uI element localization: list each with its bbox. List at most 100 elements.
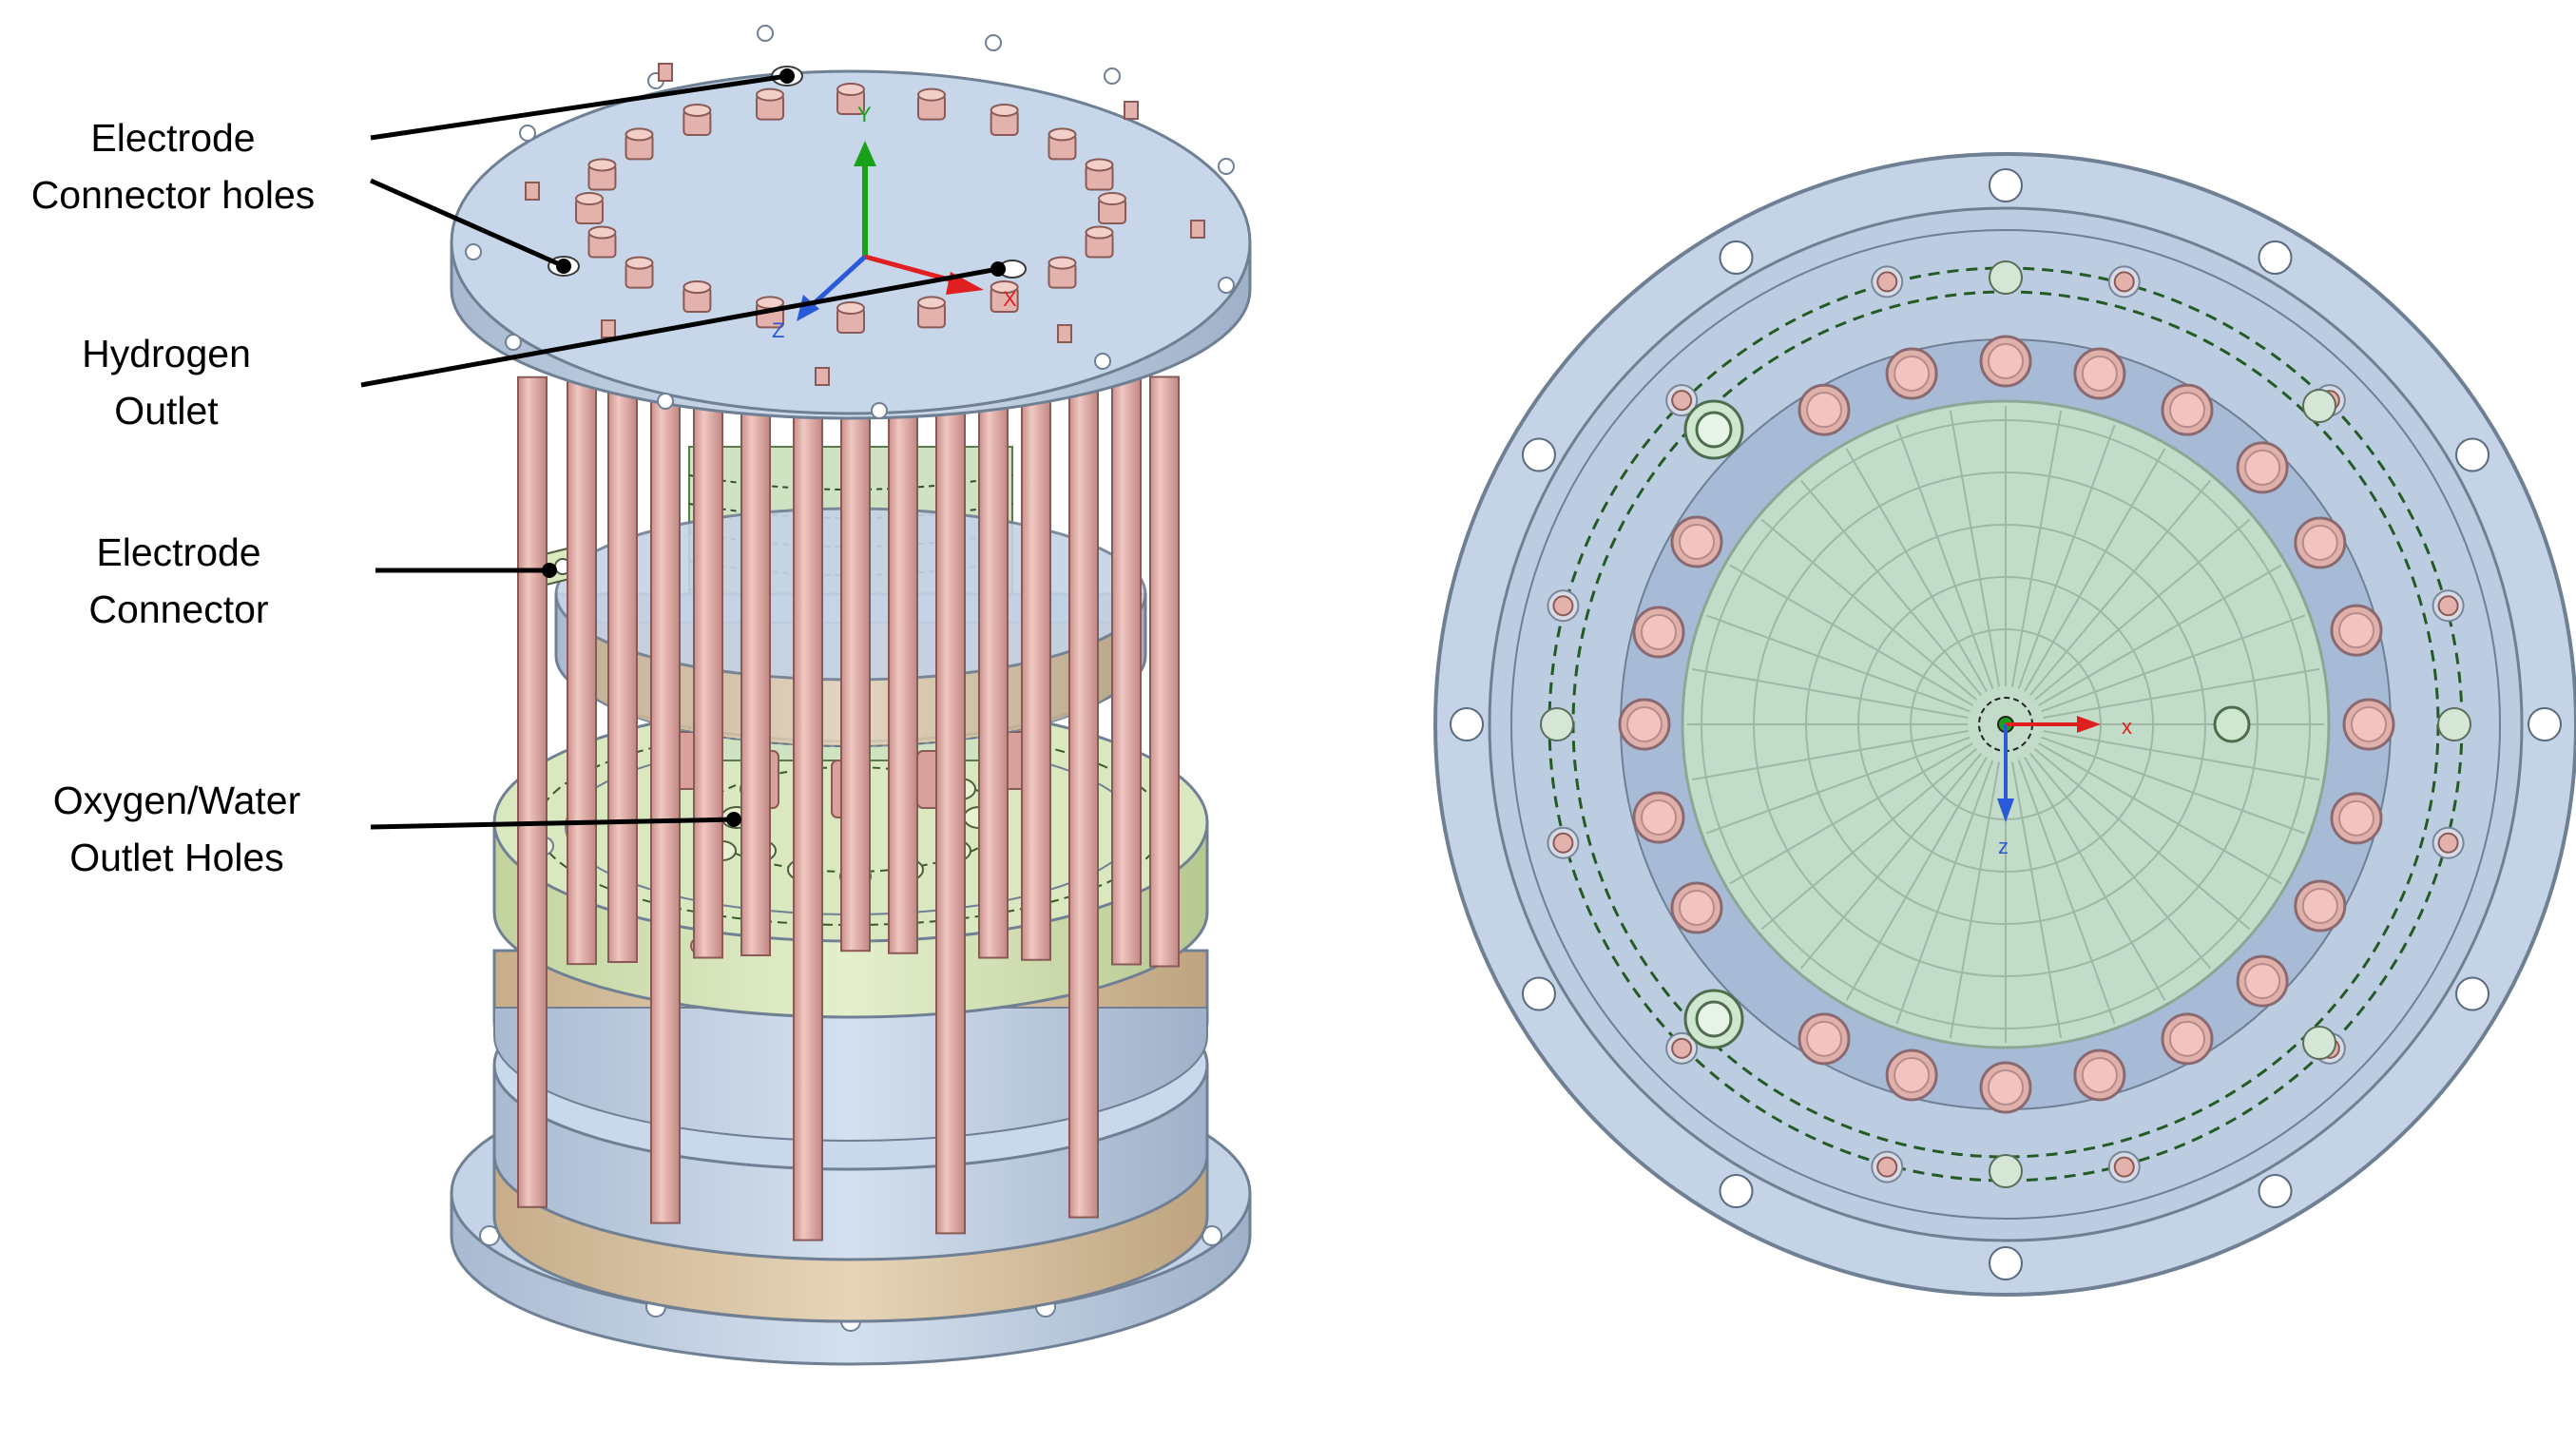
- outer-bolt-hole: [1989, 1246, 2023, 1280]
- top-stud-cap: [625, 127, 654, 142]
- tie-rod: [1021, 369, 1051, 961]
- label-electrode-connector-holes: Electrode Connector holes: [30, 116, 316, 217]
- electrode-terminal-inner: [2351, 706, 2387, 742]
- tie-rod: [1149, 375, 1180, 968]
- small-stud: [1057, 324, 1072, 343]
- electrode-terminal-inner: [1679, 890, 1715, 926]
- spoke-line: [1895, 424, 1994, 689]
- spoke-line: [2038, 564, 2282, 706]
- spoke-line: [2028, 752, 2212, 970]
- electrode-terminal-inner: [2244, 963, 2281, 1000]
- electrode-terminal-inner: [1641, 799, 1677, 836]
- outer-bolt-hole: [1521, 437, 1556, 472]
- small-stud-core: [2113, 1156, 2135, 1178]
- electrode-terminal-inner: [1894, 356, 1931, 393]
- top-stud-cap: [836, 301, 865, 315]
- spoke-line: [1799, 479, 1983, 697]
- top-stud-cap: [1085, 158, 1114, 172]
- electrode-terminal-inner: [2081, 356, 2118, 393]
- top-stud-cap: [1048, 127, 1077, 142]
- small-stud-core: [2437, 595, 2459, 617]
- small-stud-core: [1876, 1156, 1898, 1178]
- spoke-line: [1760, 747, 1978, 931]
- outer-bolt-hole: [1450, 707, 1484, 741]
- electrode-terminal-inner: [2337, 612, 2374, 649]
- isometric-assembly: Y X Z: [450, 25, 1252, 1366]
- top-axis-z-label: z: [1998, 835, 2009, 858]
- electrode-terminal-inner: [1894, 1056, 1931, 1093]
- small-stud: [1124, 101, 1139, 120]
- green-small-port: [1989, 260, 2023, 295]
- outer-bolt-hole: [1989, 168, 2023, 202]
- tie-rod: [793, 362, 823, 1241]
- top-stud-cap: [1048, 256, 1077, 270]
- tie-rod: [607, 372, 638, 963]
- electrode-terminal-inner: [1806, 392, 1842, 429]
- top-stud-cap: [587, 158, 617, 172]
- small-stud-core: [2437, 832, 2459, 854]
- electrode-terminal-inner: [2169, 1020, 2205, 1057]
- green-small-port: [1989, 1154, 2023, 1188]
- small-stud-core: [1552, 595, 1574, 617]
- iso-axis-x-label: X: [1003, 287, 1017, 311]
- flow-ring: [1805, 524, 2206, 925]
- small-stud-ring: [1540, 260, 2471, 1188]
- flow-ring: [1753, 471, 2259, 977]
- iso-axis-y-label: Y: [857, 103, 872, 126]
- spoke-line: [2041, 736, 2306, 835]
- spoke-line: [2017, 760, 2116, 1025]
- electrode-terminal-inner: [1626, 706, 1663, 742]
- label-electrode-connector: Electrode Connector: [88, 530, 269, 631]
- spoke-line: [2043, 667, 2320, 720]
- tie-rod: [740, 365, 771, 956]
- outer-bolt-hole: [2258, 1174, 2293, 1209]
- outer-bolt-hole: [1719, 240, 1754, 275]
- tie-rod: [1111, 374, 1142, 966]
- top-axis-triad: x z: [1978, 697, 2132, 858]
- spoke-line: [1691, 667, 1969, 720]
- spoke-line: [2033, 747, 2251, 931]
- tie-rod: [567, 374, 597, 966]
- outer-bolt-hole: [1521, 976, 1556, 1011]
- tie-rod: [693, 367, 723, 959]
- spoke-line: [2010, 410, 2063, 687]
- spoke-line: [2033, 518, 2251, 702]
- electrode-terminal-inner: [2301, 525, 2338, 561]
- top-plate: Y X Z: [450, 25, 1252, 420]
- top-stud-cap: [575, 192, 604, 205]
- flow-ring: [1857, 576, 2154, 873]
- iso-axis-triad: Y X Z: [772, 103, 1017, 342]
- spoke-line: [1705, 736, 1970, 835]
- iso-axis-z-label: Z: [772, 318, 784, 342]
- electrode-terminal-inner: [1988, 1069, 2024, 1106]
- tie-rod: [840, 360, 871, 952]
- outer-bolt-hole: [2455, 976, 2490, 1011]
- outer-bolt-hole: [2528, 707, 2562, 741]
- top-stud-cap: [1085, 225, 1114, 240]
- small-stud-core: [1671, 390, 1693, 412]
- top-stud-cap: [836, 83, 865, 96]
- small-stud: [525, 182, 540, 201]
- outer-bolt-hole: [2258, 240, 2293, 275]
- electrode-terminal-inner: [1806, 1020, 1842, 1057]
- top-stud-cap: [1098, 192, 1126, 205]
- spoke-line: [2028, 479, 2212, 697]
- leader-lines: [360, 68, 1006, 830]
- spoke-line: [2024, 448, 2166, 692]
- electrode-terminal-ring: [1618, 335, 2395, 1114]
- small-stud-core: [1876, 271, 1898, 293]
- tie-rod: [650, 369, 681, 1224]
- spoke-line: [1949, 761, 2001, 1039]
- spoke-line: [2041, 614, 2306, 713]
- top-stud-cap: [990, 103, 1019, 117]
- tie-rod: [935, 365, 966, 1235]
- green-small-port: [2437, 707, 2471, 741]
- flow-field-spokes: [1687, 406, 2324, 1043]
- label-oxygen-water-outlet-holes: Oxygen/Water Outlet Holes: [52, 779, 301, 879]
- top-stud-cap: [625, 256, 654, 270]
- top-stud-cap: [756, 87, 785, 102]
- outer-bolt-holes: [1450, 168, 2562, 1280]
- tie-rod: [1068, 372, 1099, 1219]
- small-stud-core: [1552, 832, 1574, 854]
- spoke-line: [2010, 761, 2063, 1039]
